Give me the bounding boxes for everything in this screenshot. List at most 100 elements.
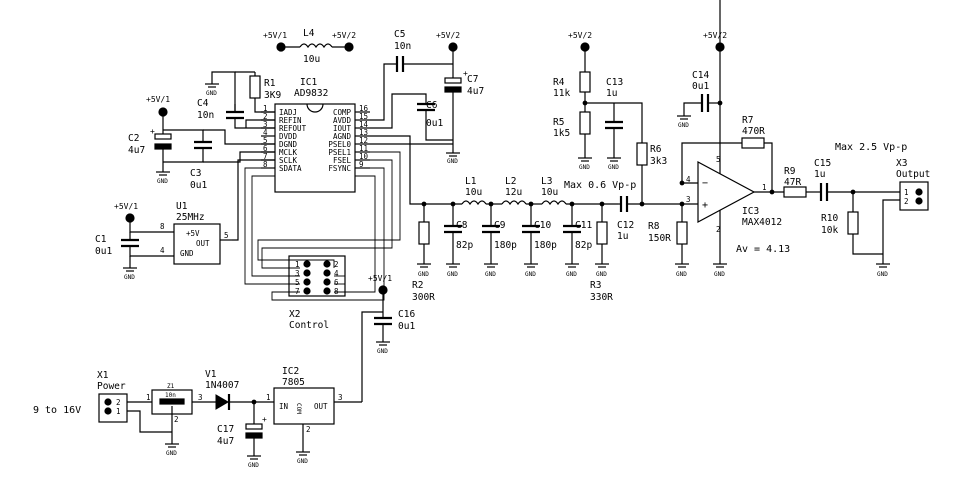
ic1-pin-name: DVDD: [279, 132, 298, 141]
svg-text:1: 1: [762, 183, 767, 192]
u1-ref: U1: [176, 201, 188, 212]
ic1-ref: IC1: [300, 77, 317, 88]
l3-ref: L3: [541, 176, 552, 187]
svg-text:GND: GND: [157, 178, 168, 185]
c5-value: 10n: [394, 41, 411, 52]
svg-text:GND: GND: [418, 271, 429, 278]
l1-value: 10u: [465, 187, 482, 198]
ic1-pin-name: SDATA: [279, 164, 302, 173]
x2-pin-number: 6: [334, 278, 339, 287]
svg-text:2: 2: [306, 425, 311, 434]
c12-value: 1u: [617, 231, 628, 242]
x2-pin: [303, 278, 311, 286]
r6-resistor: [636, 142, 648, 166]
v1-ref: V1: [205, 369, 217, 380]
r9-value: 47R: [784, 177, 801, 188]
svg-text:GND: GND: [485, 271, 496, 278]
l3-inductor: [541, 200, 567, 206]
svg-text:3: 3: [198, 393, 203, 402]
rail-label: +5V/1: [114, 202, 138, 211]
svg-text:GND: GND: [447, 271, 458, 278]
r3-ref: R3: [590, 280, 601, 291]
l1-ref: L1: [465, 176, 477, 187]
svg-text:2: 2: [174, 415, 179, 424]
c3-ref: C3: [190, 168, 201, 179]
svg-text:−: −: [702, 178, 708, 189]
x2-pin: [323, 287, 331, 295]
svg-text:GND: GND: [377, 348, 388, 355]
c13-value: 1u: [606, 88, 617, 99]
ic1-pin-name: AGND: [333, 132, 352, 141]
ic1-pin-number: 2: [263, 112, 268, 121]
ic1-pin-number: 11: [359, 144, 368, 153]
ic1-pin-name: DGND: [279, 140, 298, 149]
c17-value: 4u7: [217, 436, 234, 447]
r4-value: 11k: [553, 88, 570, 99]
ic1-pin-number: 13: [359, 128, 368, 137]
r8-value: 150R: [648, 233, 671, 244]
c10-ref: C10: [534, 220, 551, 231]
x3-connector: [899, 181, 929, 211]
r10-value: 10k: [821, 225, 838, 236]
ic1-part: AD9832: [294, 88, 328, 99]
svg-text:4: 4: [160, 246, 165, 255]
ic1-pin-number: 4: [263, 128, 268, 137]
c12-ref: C12: [617, 220, 634, 231]
ic1-pin-number: 3: [263, 120, 268, 129]
ic1-pin-name: IOUT: [333, 124, 352, 133]
r2-resistor: [418, 221, 430, 245]
rail-label: +5V/1: [146, 95, 170, 104]
svg-text:GND: GND: [566, 271, 577, 278]
svg-text:5: 5: [716, 155, 721, 164]
c1-value: 0u1: [95, 246, 112, 257]
c11-ref: C11: [575, 220, 592, 231]
r10-ref: R10: [821, 213, 838, 224]
r8-resistor: [676, 221, 688, 245]
c7-ref: C7: [467, 74, 478, 85]
c1-ref: C1: [95, 234, 107, 245]
r9-resistor: [783, 186, 807, 198]
x2-pin-number: 1: [295, 260, 300, 269]
svg-text:2: 2: [716, 225, 721, 234]
svg-text:GND: GND: [166, 450, 177, 457]
svg-text:+: +: [262, 415, 267, 424]
c9-value: 180p: [494, 240, 517, 251]
l2-inductor: [501, 200, 527, 206]
x3-ref: X3: [896, 158, 907, 169]
ic1-pin-number: 15: [359, 112, 368, 121]
x2-pin: [303, 287, 311, 295]
filter-amplitude-note: Max 0.6 Vp-p: [564, 180, 636, 191]
ic1-pin-number: 7: [263, 152, 268, 161]
ic3-gain: Av = 4.13: [736, 244, 790, 255]
c3-value: 0u1: [190, 180, 207, 191]
ic1-pin-name: FSEL: [333, 156, 352, 165]
c5-ref: C5: [394, 29, 405, 40]
l3-value: 10u: [541, 187, 558, 198]
x2-pin-number: 4: [334, 269, 339, 278]
ic2-part: 7805: [282, 377, 305, 388]
ic1-pin-number: 16: [359, 104, 369, 113]
r3-resistor: [596, 221, 608, 245]
r2-value: 300R: [412, 292, 435, 303]
c16-value: 0u1: [398, 321, 415, 332]
r6-ref: R6: [650, 144, 662, 155]
x2-pin-number: 2: [334, 260, 339, 269]
l4-ref: L4: [303, 28, 315, 39]
c2-ref: C2: [128, 133, 139, 144]
ic1-pin-name: PSEL1: [328, 148, 351, 157]
l2-ref: L2: [505, 176, 516, 187]
svg-text:GND: GND: [180, 249, 194, 258]
c14-value: 0u1: [692, 81, 709, 92]
svg-text:5: 5: [224, 231, 229, 240]
svg-text:IN: IN: [279, 402, 288, 411]
svg-text:GND: GND: [678, 122, 689, 129]
r1-resistor: [249, 75, 261, 99]
svg-text:OUT: OUT: [314, 402, 328, 411]
svg-text:1: 1: [116, 407, 121, 416]
c11-value: 82p: [575, 240, 592, 251]
x1-connector: [98, 393, 128, 423]
r9-ref: R9: [784, 166, 796, 177]
z1-value: 10n: [165, 392, 176, 399]
c17-ref: C17: [217, 424, 234, 435]
c4-ref: C4: [197, 98, 209, 109]
